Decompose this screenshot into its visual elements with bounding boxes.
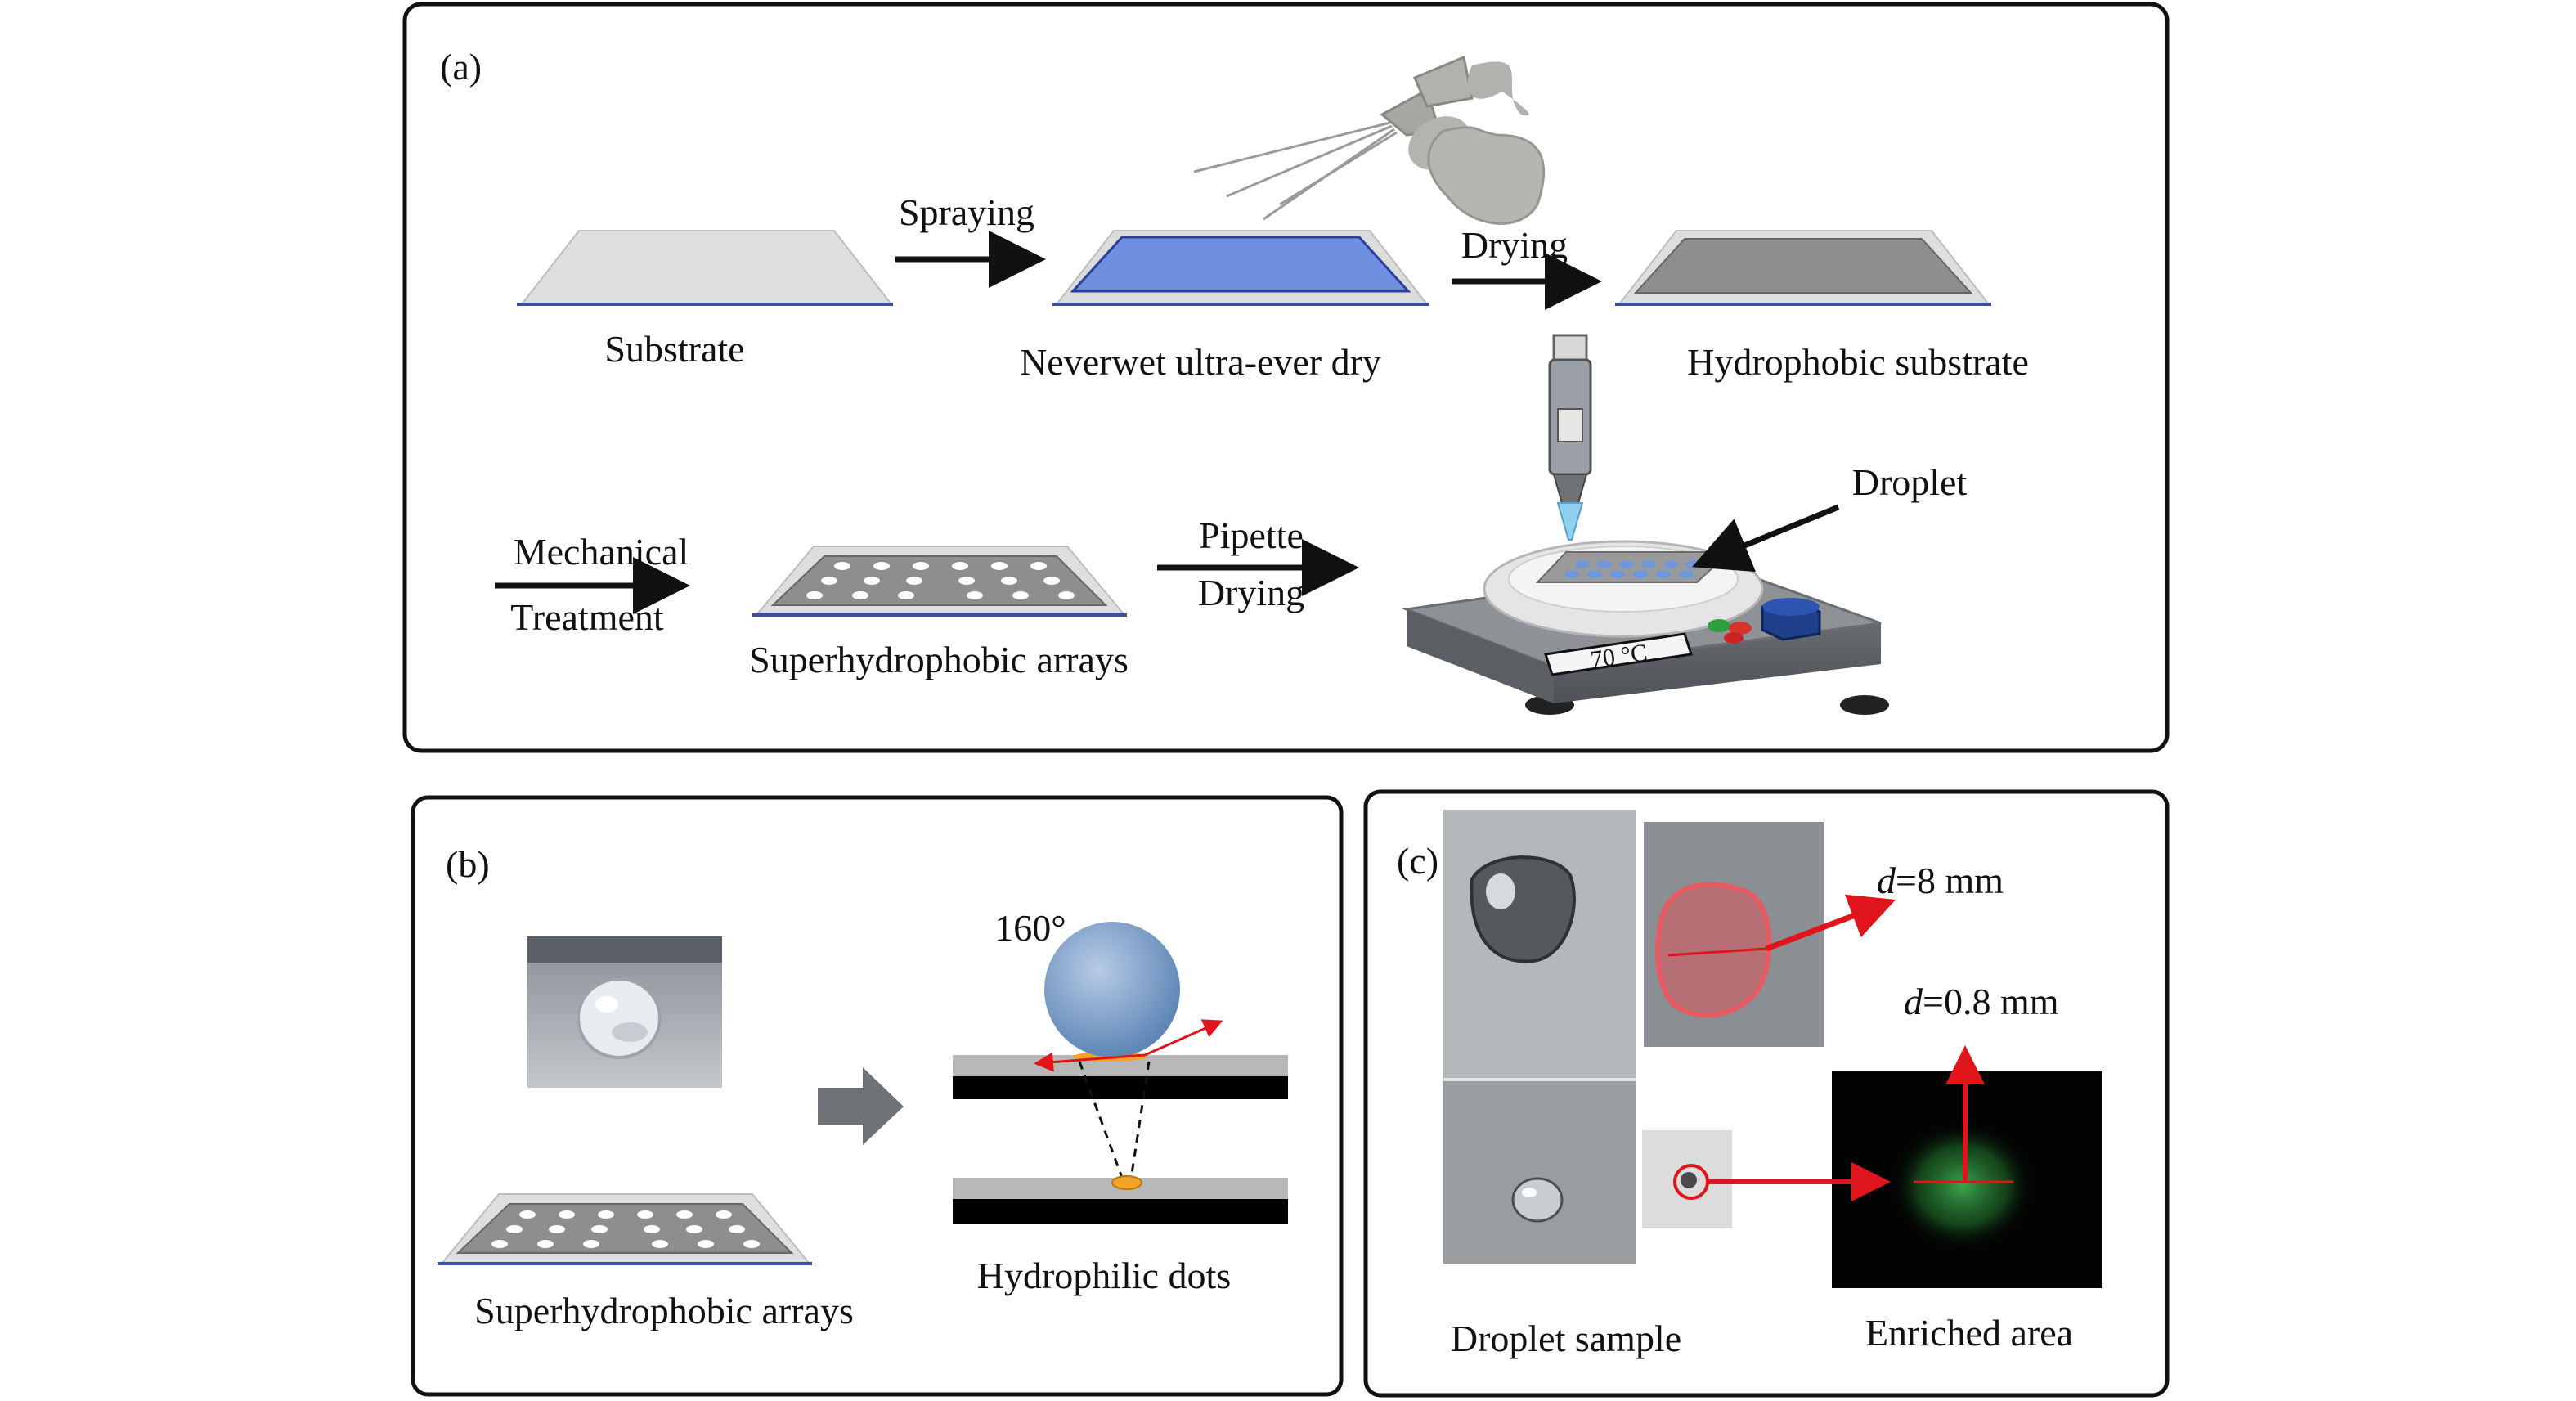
panel-a-frame — [402, 2, 2170, 753]
hydrophobic-substrate-plate — [1615, 230, 1991, 306]
enriched-area-label: Enriched area — [1865, 1312, 2073, 1354]
d-8mm-arrow — [1765, 894, 1896, 952]
hydrophobic-substrate-label: Hydrophobic substrate — [1687, 341, 2029, 383]
panel-c-tag: (c) — [1397, 840, 1438, 882]
superhydrophobic-arrays-label-b: Superhydrophobic arrays — [474, 1290, 854, 1331]
neverwet-label: Neverwet ultra-ever dry — [1020, 341, 1381, 383]
droplet-label: Droplet — [1852, 461, 1968, 503]
panel-c: (c) — [1363, 789, 2170, 1398]
pipette-icon — [1548, 334, 1592, 541]
superhydrophobic-array-plate-b — [438, 1193, 812, 1265]
substrate-plate — [517, 230, 894, 306]
water-droplet — [1044, 922, 1180, 1057]
spray-bottle-icon — [1193, 55, 1546, 225]
droplet-photo — [527, 936, 722, 1088]
droplet-sample-photo — [1443, 810, 1636, 1264]
d2-label: d=0.8 mm — [1904, 981, 2059, 1022]
panel-c-frame — [1363, 789, 2170, 1398]
superhydrophobic-array-plate — [752, 546, 1127, 617]
substrate-label: Substrate — [604, 328, 744, 370]
droplet-sample-label: Droplet sample — [1451, 1318, 1681, 1359]
hotplate-icon: 70 °C — [1402, 540, 1889, 715]
contact-angle-label: 160° — [994, 907, 1066, 949]
pipette-label: Pipette — [1199, 514, 1304, 556]
mechanical-label: Mechanical — [514, 531, 689, 573]
panel-b-frame — [411, 795, 1344, 1397]
treatment-label: Treatment — [510, 596, 664, 638]
d1-label: d=8 mm — [1877, 860, 2004, 901]
droplet-arrow — [1692, 504, 1840, 573]
drying-label: Drying — [1461, 224, 1568, 266]
spraying-label: Spraying — [899, 191, 1034, 233]
panel-a-tag: (a) — [440, 46, 482, 88]
hydrophilic-dots-label: Hydrophilic dots — [977, 1255, 1231, 1296]
hydrophilic-dot — [1111, 1175, 1142, 1190]
panel-b-tag: (b) — [446, 843, 490, 885]
contact-angle-schematic — [953, 922, 1288, 1224]
panel-b: (b) Superhydrophobic arrays 160° — [411, 795, 1344, 1397]
deposit-ring-photo — [1644, 822, 1824, 1047]
neverwet-plate — [1052, 230, 1429, 306]
drying2-label: Drying — [1198, 572, 1304, 613]
transition-arrow — [818, 1067, 904, 1145]
panel-a: (a) Substrate Spraying Neverwet ultra-ev… — [402, 2, 2170, 753]
superhydrophobic-arrays-label-a: Superhydrophobic arrays — [749, 639, 1129, 680]
